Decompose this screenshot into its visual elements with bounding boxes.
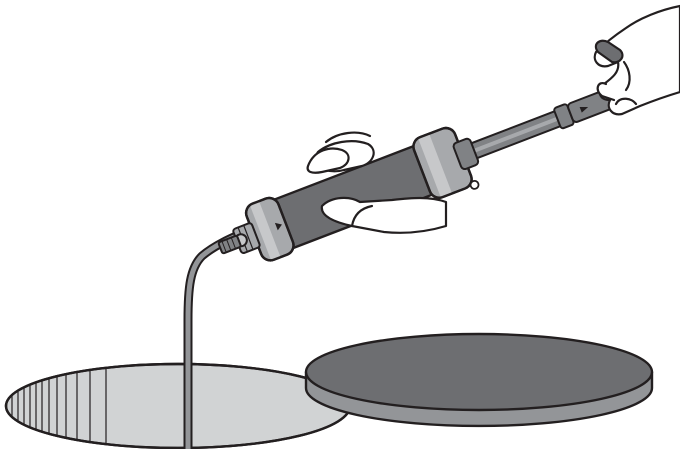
manhole-cover	[306, 334, 652, 426]
pipe-inspection-camera	[209, 59, 649, 282]
cable-connector	[216, 222, 261, 260]
hand-rod	[595, 6, 680, 114]
manhole-opening	[6, 360, 350, 449]
